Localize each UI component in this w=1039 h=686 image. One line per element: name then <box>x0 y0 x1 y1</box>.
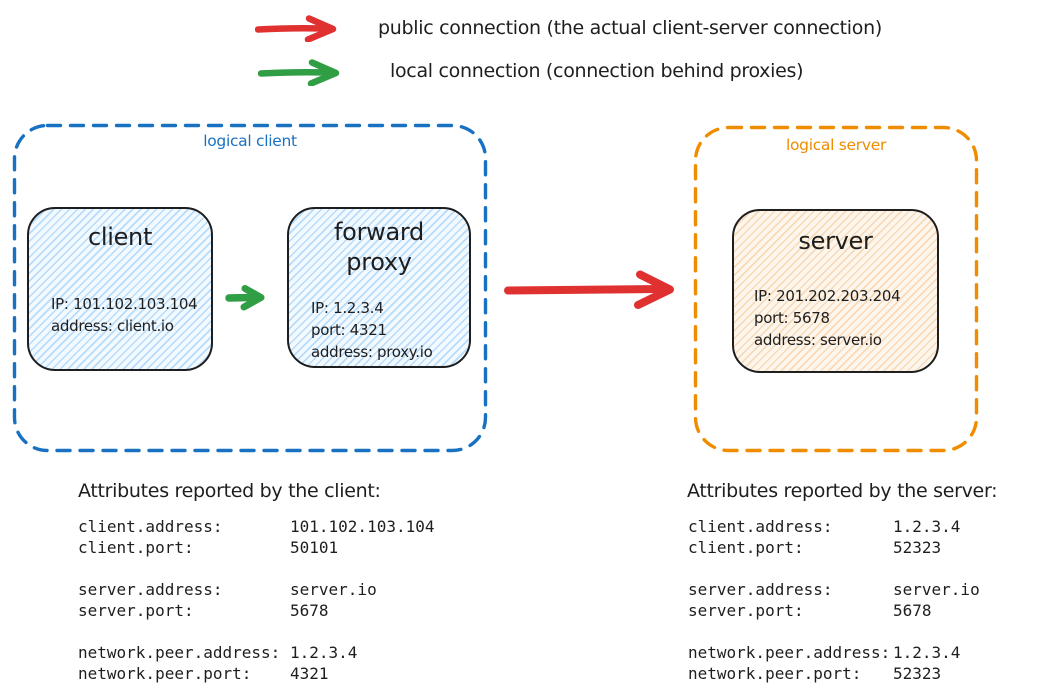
public-connection-arrow-icon <box>255 15 337 42</box>
server-attr-group-client: client.address: 1.2.3.4 client.port: 523… <box>688 516 980 558</box>
proxy-to-server-arrow-icon <box>504 270 674 309</box>
attr-row: network.peer.port: 52323 <box>688 663 980 684</box>
attr-key: server.address: <box>688 580 833 599</box>
proxy-address-line: address: proxy.io <box>311 343 433 361</box>
attr-value: server.io <box>290 580 377 599</box>
attr-value: 52323 <box>893 538 942 557</box>
attr-key: network.peer.port: <box>78 664 252 683</box>
attr-value: 4321 <box>290 664 329 683</box>
server-address-line: address: server.io <box>754 331 882 349</box>
attr-value: server.io <box>893 580 980 599</box>
server-attr-group-server: server.address: server.io server.port: 5… <box>688 579 980 621</box>
client-attr-group-network-peer: network.peer.address: 1.2.3.4 network.pe… <box>78 642 435 684</box>
attr-row: server.port: 5678 <box>688 600 980 621</box>
attr-row: client.port: 50101 <box>78 537 435 558</box>
attr-key: server.port: <box>688 601 804 620</box>
attr-row: network.peer.address: 1.2.3.4 <box>688 642 980 663</box>
attr-key: client.port: <box>78 538 194 557</box>
attr-key: server.port: <box>78 601 194 620</box>
proxy-port-line: port: 4321 <box>311 321 387 339</box>
server-node: server IP: 201.202.203.204 port: 5678 ad… <box>732 209 939 373</box>
client-attributes-heading: Attributes reported by the client: <box>78 480 381 502</box>
attr-key: client.address: <box>78 517 223 536</box>
attr-key: network.peer.address: <box>688 643 891 662</box>
server-node-details: IP: 201.202.203.204 port: 5678 address: … <box>754 285 931 351</box>
client-ip-line: IP: 101.102.103.104 <box>51 295 198 313</box>
forward-proxy-node: forward proxy IP: 1.2.3.4 port: 4321 add… <box>287 207 471 368</box>
attr-row: server.address: server.io <box>78 579 435 600</box>
server-attributes-list: client.address: 1.2.3.4 client.port: 523… <box>688 516 980 684</box>
logical-server-label: logical server <box>785 136 887 154</box>
attr-row: server.address: server.io <box>688 579 980 600</box>
client-attributes-list: client.address: 101.102.103.104 client.p… <box>78 516 435 684</box>
server-attributes-heading: Attributes reported by the server: <box>687 480 998 502</box>
attr-value: 1.2.3.4 <box>290 643 358 662</box>
client-attr-group-client: client.address: 101.102.103.104 client.p… <box>78 516 435 558</box>
proxy-ip-line: IP: 1.2.3.4 <box>311 299 384 317</box>
attr-key: client.port: <box>688 538 804 557</box>
attr-row: client.port: 52323 <box>688 537 980 558</box>
server-port-line: port: 5678 <box>754 309 830 327</box>
attr-key: network.peer.address: <box>78 643 281 662</box>
logical-server-group: logical server <box>693 125 979 453</box>
client-attr-group-server: server.address: server.io server.port: 5… <box>78 579 435 621</box>
legend-public-connection-label: public connection (the actual client-ser… <box>378 17 882 39</box>
logical-client-dashed-border <box>12 123 488 453</box>
legend-local-connection-label: local connection (connection behind prox… <box>390 60 804 82</box>
server-attr-group-network-peer: network.peer.address: 1.2.3.4 network.pe… <box>688 642 980 684</box>
attr-row: network.peer.port: 4321 <box>78 663 435 684</box>
local-connection-arrow-icon <box>258 59 340 86</box>
attr-row: client.address: 101.102.103.104 <box>78 516 435 537</box>
attr-key: client.address: <box>688 517 833 536</box>
client-node-details: IP: 101.102.103.104 address: client.io <box>51 293 205 337</box>
attr-value: 101.102.103.104 <box>290 517 435 536</box>
logical-client-group: logical client <box>12 123 488 453</box>
attr-row: server.port: 5678 <box>78 600 435 621</box>
attr-value: 1.2.3.4 <box>893 517 961 536</box>
client-node: client IP: 101.102.103.104 address: clie… <box>27 207 213 371</box>
forward-proxy-node-title: forward proxy <box>334 218 424 276</box>
attr-value: 50101 <box>290 538 339 557</box>
attr-value: 5678 <box>893 601 932 620</box>
client-node-title: client <box>87 223 153 251</box>
client-address-line: address: client.io <box>51 317 174 335</box>
server-ip-line: IP: 201.202.203.204 <box>754 287 901 305</box>
attr-key: server.address: <box>78 580 223 599</box>
attr-row: network.peer.address: 1.2.3.4 <box>78 642 435 663</box>
attr-row: client.address: 1.2.3.4 <box>688 516 980 537</box>
forward-proxy-node-details: IP: 1.2.3.4 port: 4321 address: proxy.io <box>311 297 463 363</box>
attr-value: 5678 <box>290 601 329 620</box>
server-node-title: server <box>798 227 873 255</box>
logical-server-dashed-border <box>693 125 979 453</box>
attr-value: 1.2.3.4 <box>893 643 961 662</box>
attr-value: 52323 <box>893 664 942 683</box>
client-to-proxy-arrow-icon <box>225 285 265 311</box>
logical-client-label: logical client <box>203 132 297 150</box>
attr-key: network.peer.port: <box>688 664 862 683</box>
